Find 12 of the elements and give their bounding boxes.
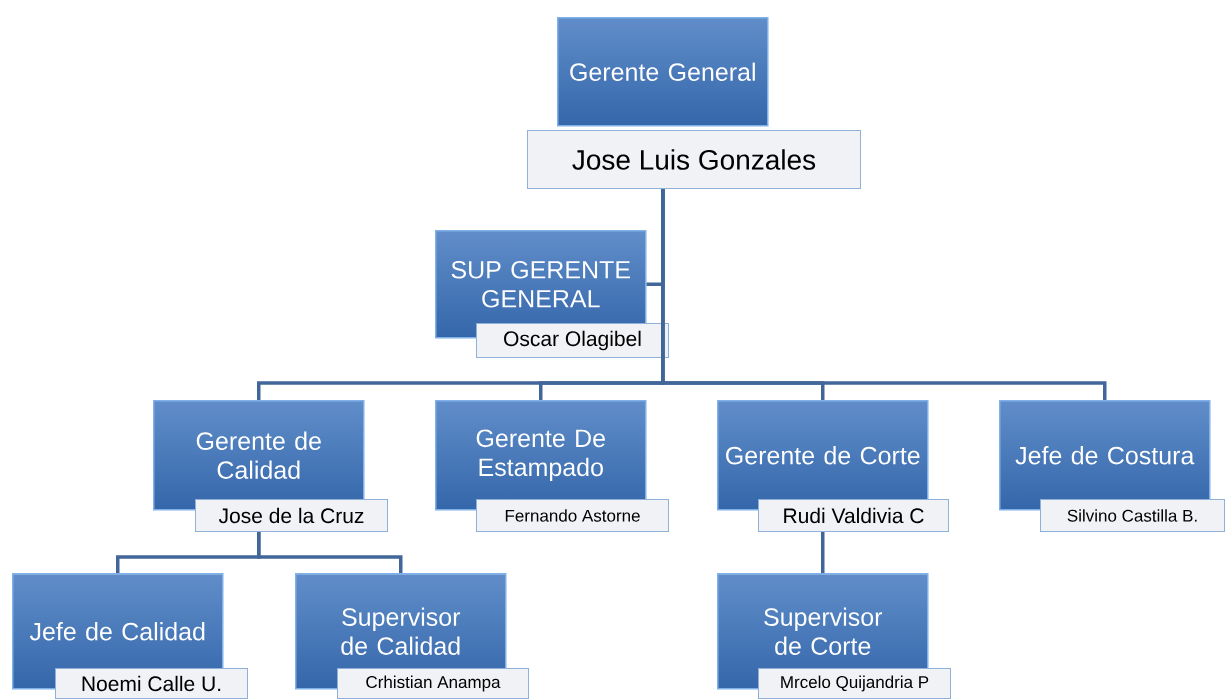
name-plate: Mrcelo Quijandria P: [758, 668, 951, 699]
connector-line: [661, 189, 1107, 400]
position-box: Gerente General: [557, 17, 769, 127]
name-plate: Crhistian Anampa: [337, 668, 529, 699]
name-plate: Silvino Castilla B.: [1040, 499, 1225, 532]
name-plate: Jose Luis Gonzales: [527, 130, 861, 189]
name-plate: Oscar Olagibel: [476, 323, 669, 358]
name-plate: Noemi Calle U.: [55, 668, 248, 699]
name-plate: Jose de la Cruz: [195, 499, 388, 532]
connector-line: [821, 532, 825, 573]
connector-line: [257, 532, 403, 573]
name-plate: Fernando Astorne: [476, 499, 669, 532]
